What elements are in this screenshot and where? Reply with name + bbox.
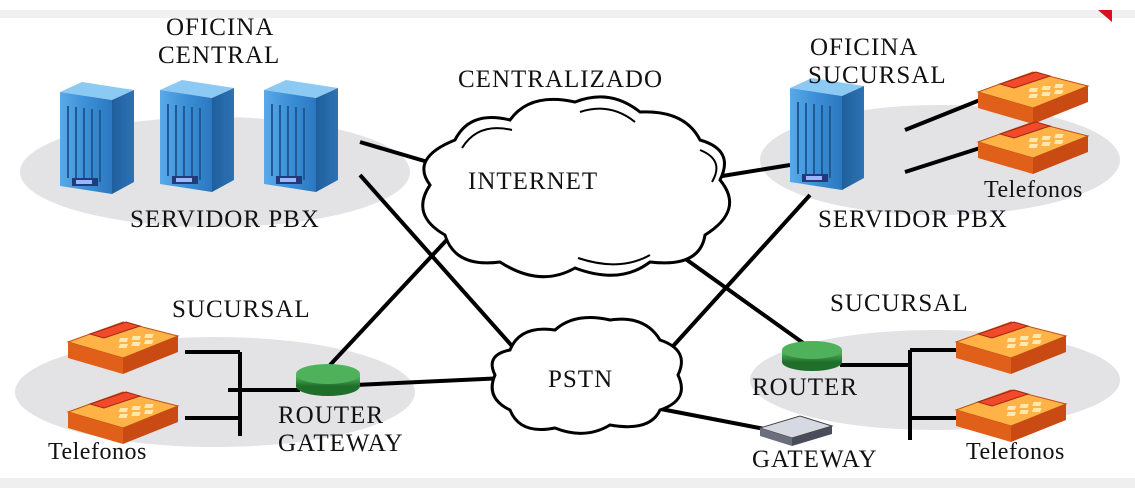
branch-office-label-line1: OFICINA	[810, 34, 919, 61]
pstn-label: PSTN	[548, 366, 614, 393]
branch-right-label: SUCURSAL	[830, 290, 969, 317]
branch-left-label: SUCURSAL	[172, 296, 311, 323]
server-icon	[59, 81, 135, 195]
central-office-label: OFICINA CENTRAL	[158, 14, 280, 70]
centralized-label: CENTRALIZADO	[458, 66, 664, 93]
router-gateway-label: ROUTER GATEWAY	[278, 402, 404, 458]
central-office-label-line2: CENTRAL	[158, 42, 281, 69]
gateway-right-label: GATEWAY	[752, 446, 878, 473]
server-icon	[159, 79, 235, 193]
phones-bottom-left-label: Telefonos	[48, 439, 147, 465]
branch-office-label-line2: SUCURSAL	[808, 62, 947, 89]
router-gateway-label-line2: GATEWAY	[278, 430, 404, 457]
internet-cloud-icon	[421, 95, 731, 279]
server-icon	[789, 77, 865, 191]
central-office-label-line1: OFICINA	[166, 14, 275, 41]
corner-marker	[1098, 10, 1112, 22]
connection-lines	[185, 98, 981, 440]
phones-bottom-right-label: Telefonos	[966, 439, 1065, 465]
branch-office-label: OFICINA SUCURSAL	[808, 34, 947, 90]
router-gateway-label-line1: ROUTER	[278, 402, 384, 429]
phones-top-right-label: Telefonos	[984, 177, 1083, 203]
pbx-server-right-label: SERVIDOR PBX	[818, 206, 1008, 233]
server-icon	[263, 79, 339, 193]
gateway-icon	[758, 415, 834, 446]
router-right-label: ROUTER	[752, 374, 858, 401]
router-icon	[782, 341, 842, 371]
pstn-cloud-icon	[490, 316, 683, 435]
top-border	[0, 10, 1135, 18]
pbx-server-left-label: SERVIDOR PBX	[130, 206, 320, 233]
internet-label: INTERNET	[468, 168, 599, 195]
bottom-border	[0, 478, 1135, 488]
router-icon	[296, 364, 360, 396]
